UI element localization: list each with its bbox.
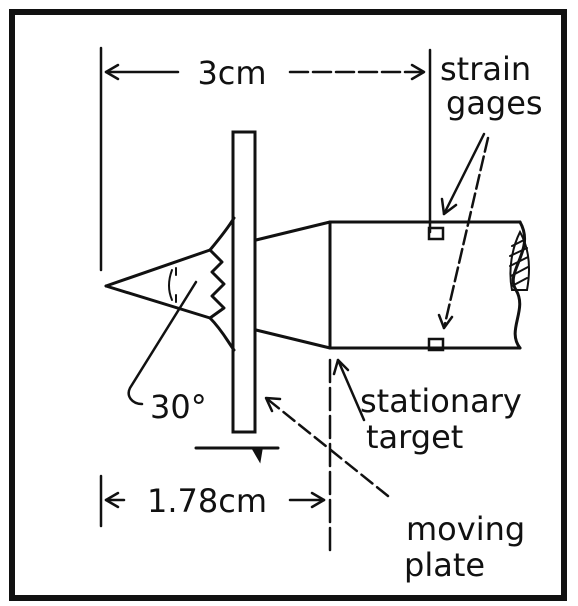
moving-plate: [194, 130, 280, 464]
lower-strain-gage: [427, 337, 445, 352]
target-label: target: [366, 418, 463, 456]
pointer-lower-gage: [442, 136, 490, 330]
liner-lower-edge: [104, 284, 212, 320]
arrowhead-right: [410, 63, 426, 81]
pointer-moving-plate: [264, 396, 390, 498]
dim-3cm-label: 3cm: [197, 54, 266, 92]
jet-upper-flare: [208, 216, 236, 252]
dimension-1-78cm: 1.78cm: [99, 358, 332, 554]
angle-leader-line: [127, 280, 198, 406]
impact-cone: [254, 220, 332, 350]
plate-direction-marker: [252, 449, 263, 464]
stationary-label: stationary: [360, 382, 522, 420]
figure-frame: [9, 9, 567, 601]
arrowhead-left: [104, 63, 120, 81]
angle-arc: [168, 269, 173, 301]
jet-lower-flare: [208, 316, 236, 352]
hatch-line: [509, 247, 528, 257]
hatch-line: [511, 277, 528, 287]
arrowhead-upper-gage: [440, 197, 458, 216]
angle-label: 30°: [150, 388, 207, 426]
cone-upper-edge: [254, 220, 332, 242]
jet-zigzag-front: [208, 248, 226, 320]
stationary-target-callout: stationary target: [332, 358, 522, 456]
pointer-upper-gage: [442, 132, 486, 216]
plate-label: plate: [404, 546, 485, 584]
moving-label: moving: [406, 510, 525, 548]
bottom-arrowhead-right: [310, 491, 326, 509]
upper-strain-gage: [427, 226, 445, 241]
strain-gages-callout: strain gages: [437, 50, 543, 330]
hatch-line: [509, 256, 529, 267]
bottom-arrowhead-left: [104, 491, 120, 509]
arrowhead-lower-gage: [437, 313, 454, 330]
liner-upper-edge: [104, 248, 212, 288]
stationary-target: [328, 220, 530, 352]
moving-plate-callout: moving plate: [264, 396, 525, 584]
arrowhead-stationary-target: [332, 358, 350, 376]
gages-label: gages: [446, 84, 543, 122]
dim-1-78cm-label: 1.78cm: [147, 482, 267, 520]
pointer-stationary-target: [336, 358, 366, 422]
cone-lower-edge: [254, 328, 332, 350]
jet-region: 30°: [104, 216, 236, 426]
dimension-3cm: 3cm: [99, 46, 432, 272]
arrowhead-moving-plate: [264, 396, 282, 413]
strain-label: strain: [440, 50, 531, 88]
plate-body: [231, 130, 257, 434]
hatch-line: [510, 266, 529, 277]
hatch-line: [511, 239, 525, 247]
